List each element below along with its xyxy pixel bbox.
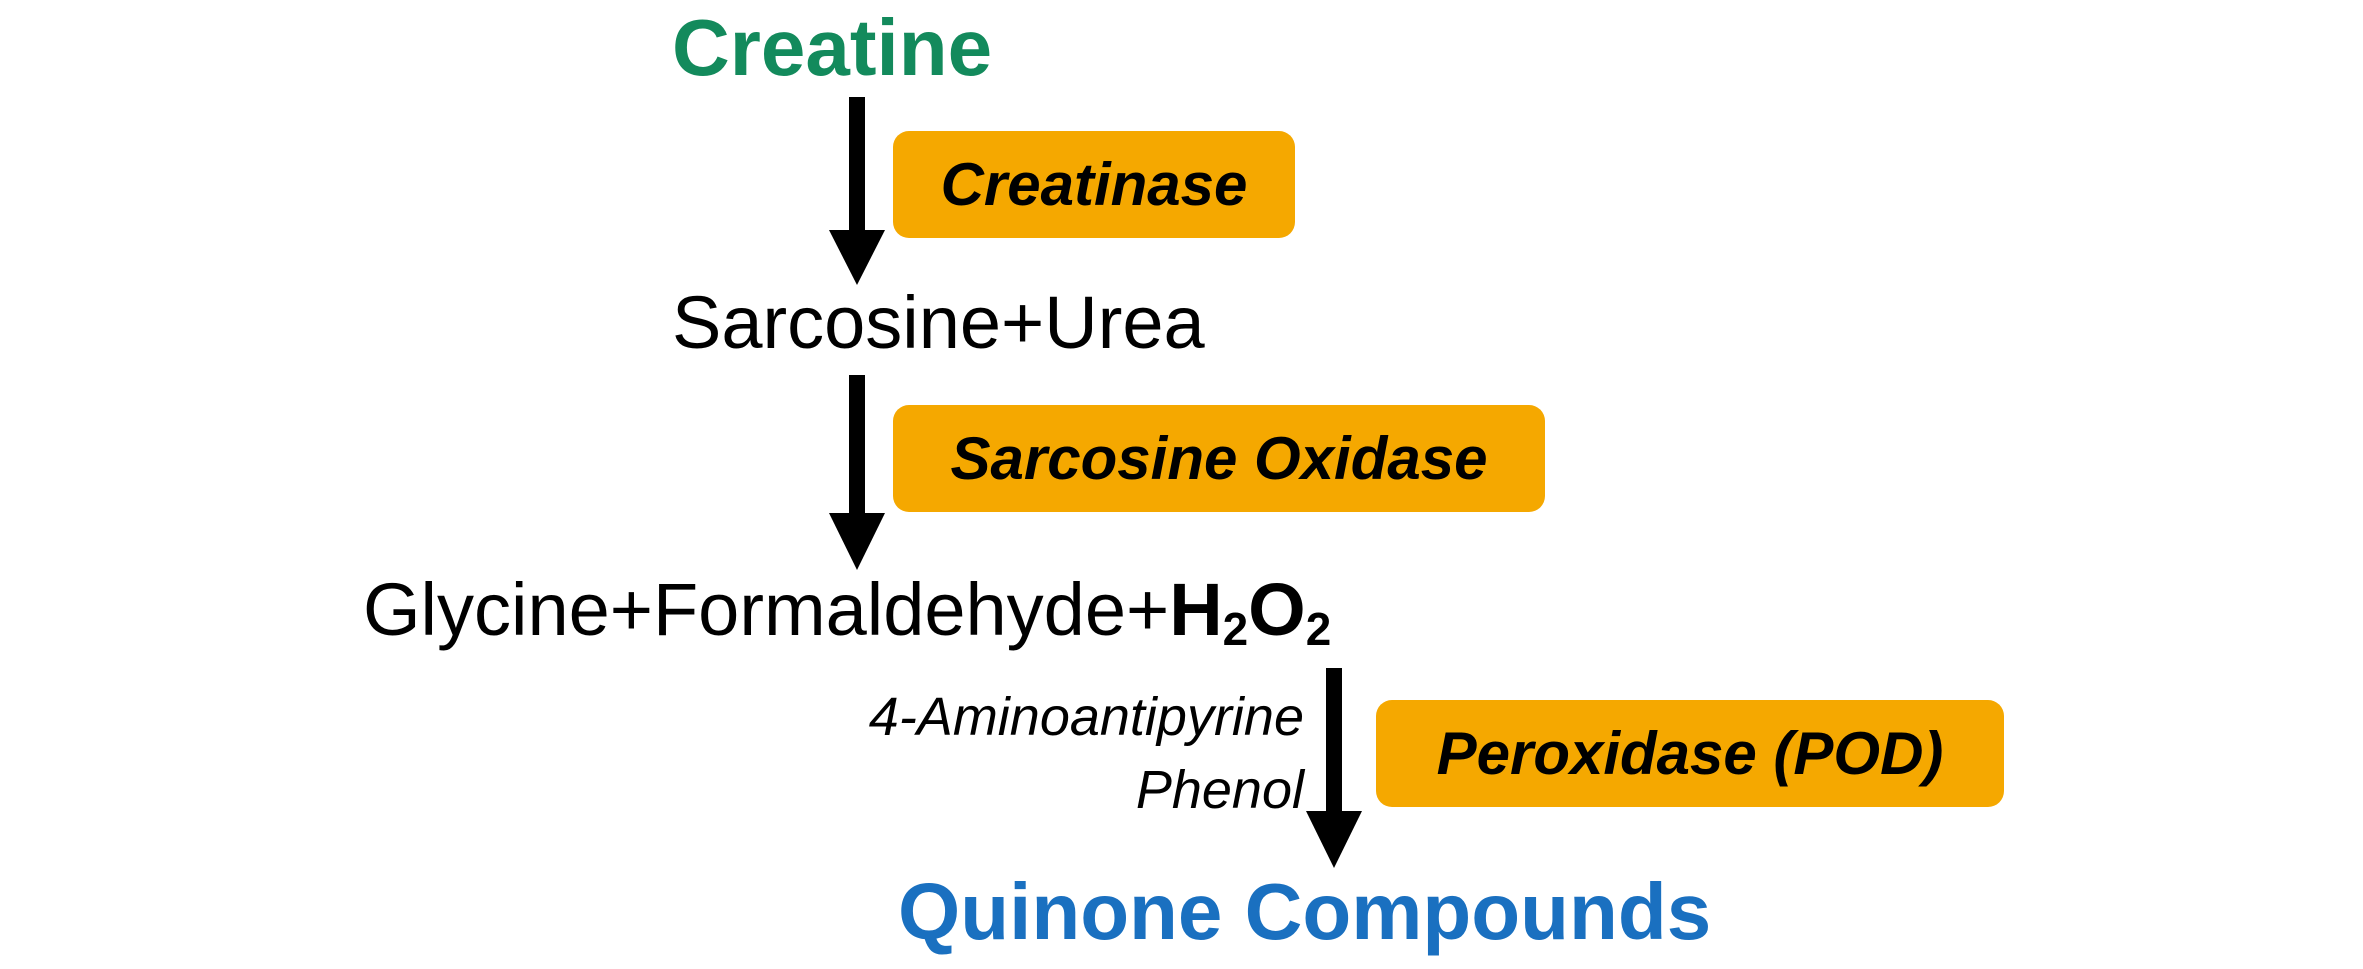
arrow-1-shaft bbox=[849, 97, 865, 232]
arrow-1-head bbox=[829, 230, 885, 285]
arrow-3-head bbox=[1306, 811, 1362, 868]
h2o2-subscript-1: 2 bbox=[1222, 603, 1249, 656]
arrow-h2o2-to-quinone bbox=[1306, 668, 1362, 868]
substrate-creatine: Creatine bbox=[672, 3, 993, 92]
enzyme-sarcosine-oxidase: Sarcosine Oxidase bbox=[893, 405, 1545, 512]
enzyme-peroxidase-label: Peroxidase (POD) bbox=[1436, 720, 1944, 787]
h2o2-subscript-2: 2 bbox=[1305, 603, 1332, 656]
arrow-2-head bbox=[829, 513, 885, 570]
arrow-2-shaft bbox=[849, 375, 865, 515]
reagent-phenol: Phenol bbox=[1135, 760, 1304, 820]
enzyme-sarcosine-oxidase-label: Sarcosine Oxidase bbox=[950, 425, 1488, 492]
product-quinone-compounds: Quinone Compounds bbox=[898, 867, 1712, 956]
h2o2-h: H bbox=[1169, 568, 1223, 651]
enzyme-creatinase: Creatinase bbox=[893, 131, 1295, 238]
product-glycine-formaldehyde-text: Glycine+Formaldehyde+ bbox=[363, 568, 1170, 651]
h2o2-o: O bbox=[1248, 568, 1306, 651]
arrow-creatine-to-sarcosine bbox=[829, 97, 885, 285]
arrow-sarcosine-to-glycine bbox=[829, 375, 885, 570]
enzyme-peroxidase: Peroxidase (POD) bbox=[1376, 700, 2004, 807]
product-glycine-formaldehyde-h2o2: Glycine+Formaldehyde+H2O2 bbox=[363, 573, 1331, 653]
reagent-4-aminoantipyrine: 4-Aminoantipyrine bbox=[868, 687, 1304, 747]
arrow-3-shaft bbox=[1326, 668, 1342, 813]
hydrogen-peroxide: H2O2 bbox=[1169, 568, 1331, 653]
product-sarcosine-urea: Sarcosine+Urea bbox=[672, 281, 1205, 364]
enzyme-creatinase-label: Creatinase bbox=[940, 151, 1248, 218]
